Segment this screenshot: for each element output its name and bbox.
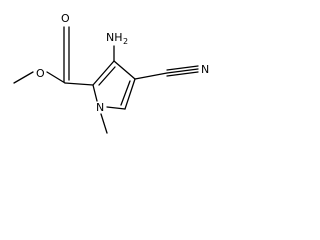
nitrile-triple-bond-1 — [166, 65, 199, 71]
amino-label: NH — [106, 31, 123, 44]
ring-double-bond-c2-c3 — [98, 66, 116, 86]
n-methyl-bond — [100, 113, 108, 134]
ester-oxygen-label: O — [36, 67, 45, 80]
ring-bond-c4-c5 — [124, 78, 136, 110]
methyl-ester-bond — [13, 71, 34, 84]
nitrile-single-bond — [134, 72, 168, 80]
ring-bond-c5-n1 — [106, 106, 126, 110]
nitrile-triple-bond-2 — [166, 68, 199, 74]
nitrile-nitrogen-label: N — [201, 63, 209, 76]
ring-bond-c2-c3 — [92, 60, 115, 86]
ring-bond-c3-c4 — [113, 60, 136, 80]
ring-bond-n1-c2 — [92, 84, 98, 102]
ring-double-bond-c4-c5 — [120, 80, 131, 106]
ester-to-ring-bond — [64, 82, 94, 86]
ester-oxygen-carbon-bond — [46, 71, 66, 84]
ring-nitrogen-label: N — [96, 101, 104, 114]
carbonyl-oxygen-label: O — [61, 12, 70, 25]
amino-subscript: 2 — [123, 37, 128, 46]
structural-formula: O O NH 2 N N — [13, 12, 209, 134]
nitrile-triple-bond-3 — [166, 71, 199, 77]
